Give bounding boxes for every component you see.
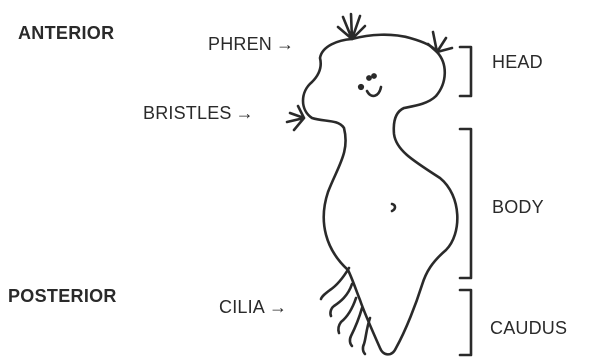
arrow-right-icon: →: [269, 297, 287, 317]
arrow-right-icon: →: [276, 34, 294, 54]
body-bracket: [460, 129, 471, 278]
body-spot: [392, 204, 395, 211]
phren-label: PHREN: [208, 34, 272, 54]
bristles-left: [287, 106, 304, 130]
head-bristles-right: [428, 32, 452, 52]
bristles-label: BRISTLES: [143, 103, 232, 123]
organism-outline: [303, 35, 457, 355]
smile: [367, 87, 381, 96]
head-bracket: [460, 47, 471, 96]
cilia-callout: CILIA→: [219, 297, 287, 318]
caudus-bracket: [460, 290, 471, 355]
phren-callout: PHREN→: [208, 34, 294, 55]
eye-left: [367, 76, 370, 79]
anterior-label: ANTERIOR: [18, 23, 114, 44]
arrow-right-icon: →: [236, 103, 254, 123]
phren-tuft: [338, 14, 365, 39]
bristles-callout: BRISTLES→: [143, 103, 254, 124]
body-label: BODY: [492, 197, 544, 218]
posterior-label: POSTERIOR: [8, 286, 117, 307]
cilia-group: [321, 268, 370, 354]
caudus-label: CAUDUS: [490, 318, 567, 339]
head-label: HEAD: [492, 52, 543, 73]
eye-right: [372, 74, 375, 77]
eye-lower: [359, 85, 363, 89]
cilia-label: CILIA: [219, 297, 265, 317]
